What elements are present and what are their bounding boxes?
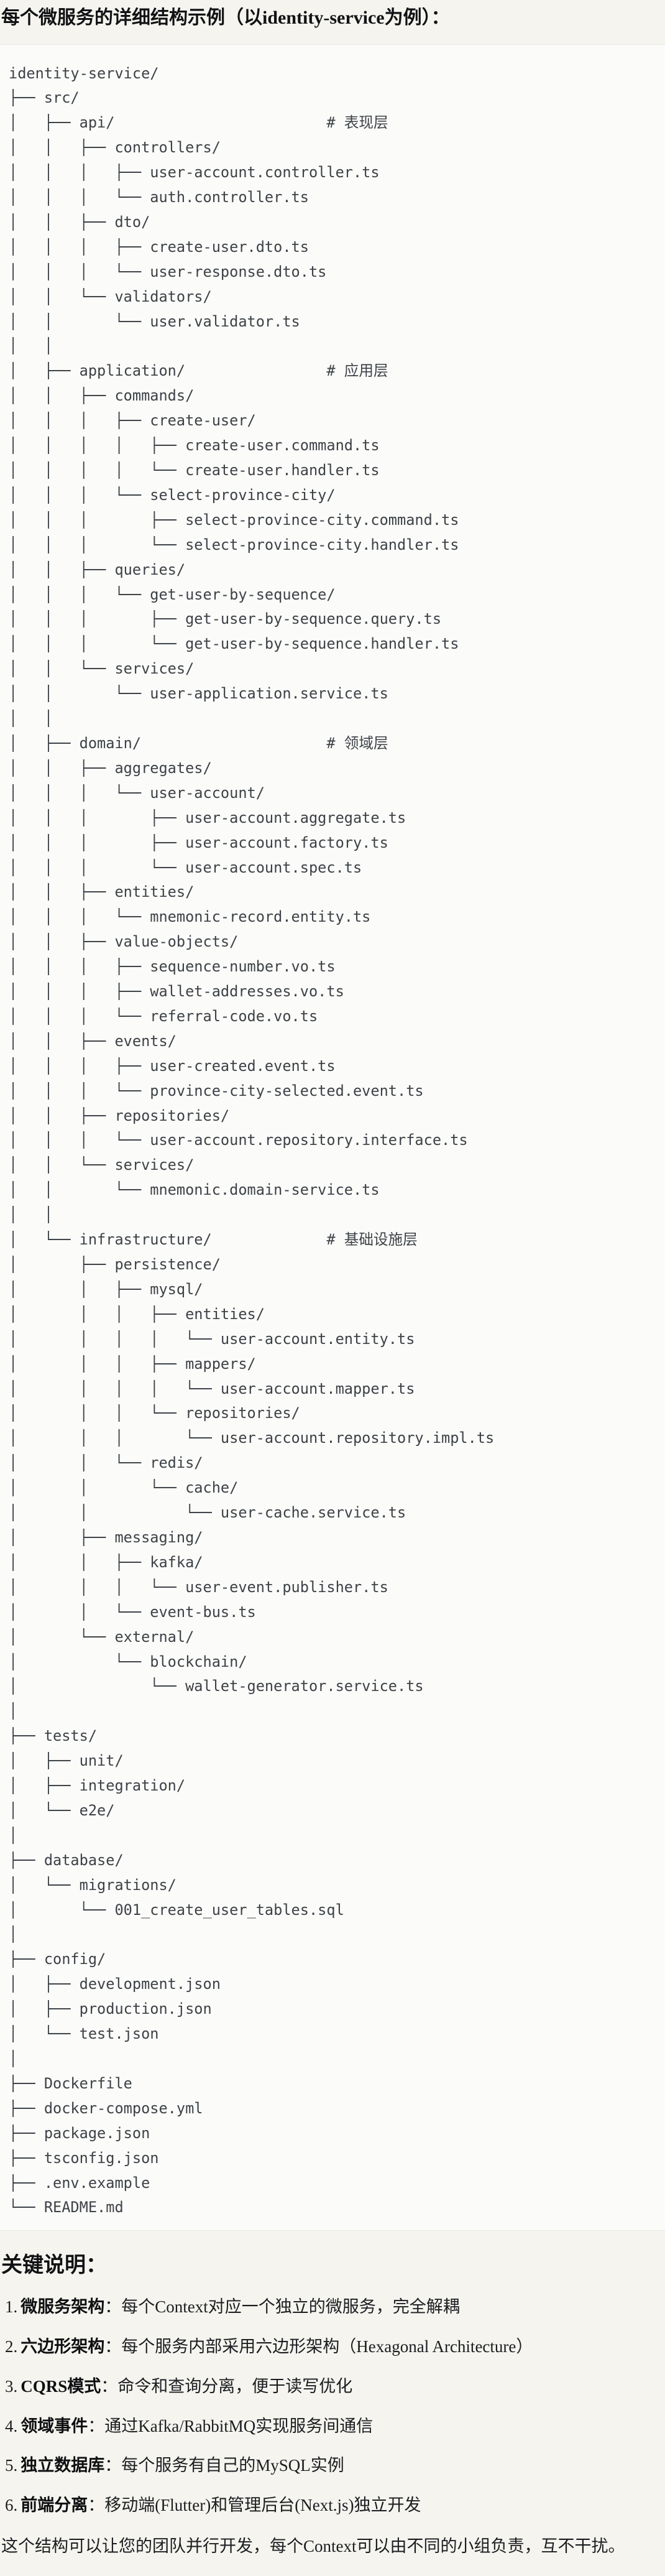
note-text: ：移动端(Flutter)和管理后台(Next.js)独立开发 bbox=[88, 2496, 421, 2515]
note-term: 领域事件 bbox=[21, 2416, 88, 2435]
note-number: 2. bbox=[5, 2337, 18, 2356]
note-text: ：每个Context对应一个独立的微服务，完全解耦 bbox=[104, 2297, 460, 2317]
note-item: 5.独立数据库：每个服务有自己的MySQL实例 bbox=[5, 2455, 658, 2476]
note-term: 前端分离 bbox=[21, 2496, 88, 2515]
note-item: 6.前端分离：移动端(Flutter)和管理后台(Next.js)独立开发 bbox=[5, 2495, 658, 2516]
note-text: ：通过Kafka/RabbitMQ实现服务间通信 bbox=[88, 2416, 374, 2435]
note-term: 独立数据库 bbox=[21, 2456, 105, 2475]
note-item: 4.领域事件：通过Kafka/RabbitMQ实现服务间通信 bbox=[5, 2416, 658, 2437]
page-title: 每个微服务的详细结构示例（以identity-service为例）： bbox=[1, 7, 450, 28]
directory-tree: identity-service/ ├── src/ │ ├── api/ # … bbox=[9, 64, 495, 2217]
note-item: 1.微服务架构：每个Context对应一个独立的微服务，完全解耦 bbox=[5, 2297, 658, 2318]
notes-heading: 关键说明： bbox=[1, 2254, 107, 2277]
note-number: 3. bbox=[5, 2376, 18, 2396]
note-number: 4. bbox=[5, 2416, 18, 2435]
note-text: ：每个服务内部采用六边形架构（Hexagonal Architecture） bbox=[104, 2337, 533, 2356]
notes-section: 关键说明： 1.微服务架构：每个Context对应一个独立的微服务，完全解耦 2… bbox=[0, 2248, 665, 2576]
note-item: 3.CQRS模式：命令和查询分离，便于读写优化 bbox=[5, 2376, 658, 2398]
note-text: ：每个服务有自己的MySQL实例 bbox=[104, 2456, 344, 2475]
note-number: 6. bbox=[5, 2496, 18, 2515]
note-item: 2.六边形架构：每个服务内部采用六边形架构（Hexagonal Architec… bbox=[5, 2337, 658, 2358]
closing-paragraph: 这个结构可以让您的团队并行开发，每个Context可以由不同的小组负责，互不干扰… bbox=[1, 2536, 625, 2555]
note-term: CQRS模式 bbox=[21, 2376, 101, 2396]
note-term: 六边形架构 bbox=[21, 2337, 105, 2356]
note-number: 5. bbox=[5, 2456, 18, 2475]
note-number: 1. bbox=[5, 2297, 18, 2317]
note-term: 微服务架构 bbox=[21, 2297, 105, 2317]
code-block: identity-service/ ├── src/ │ ├── api/ # … bbox=[0, 44, 665, 2231]
note-text: ：命令和查询分离，便于读写优化 bbox=[101, 2376, 353, 2396]
